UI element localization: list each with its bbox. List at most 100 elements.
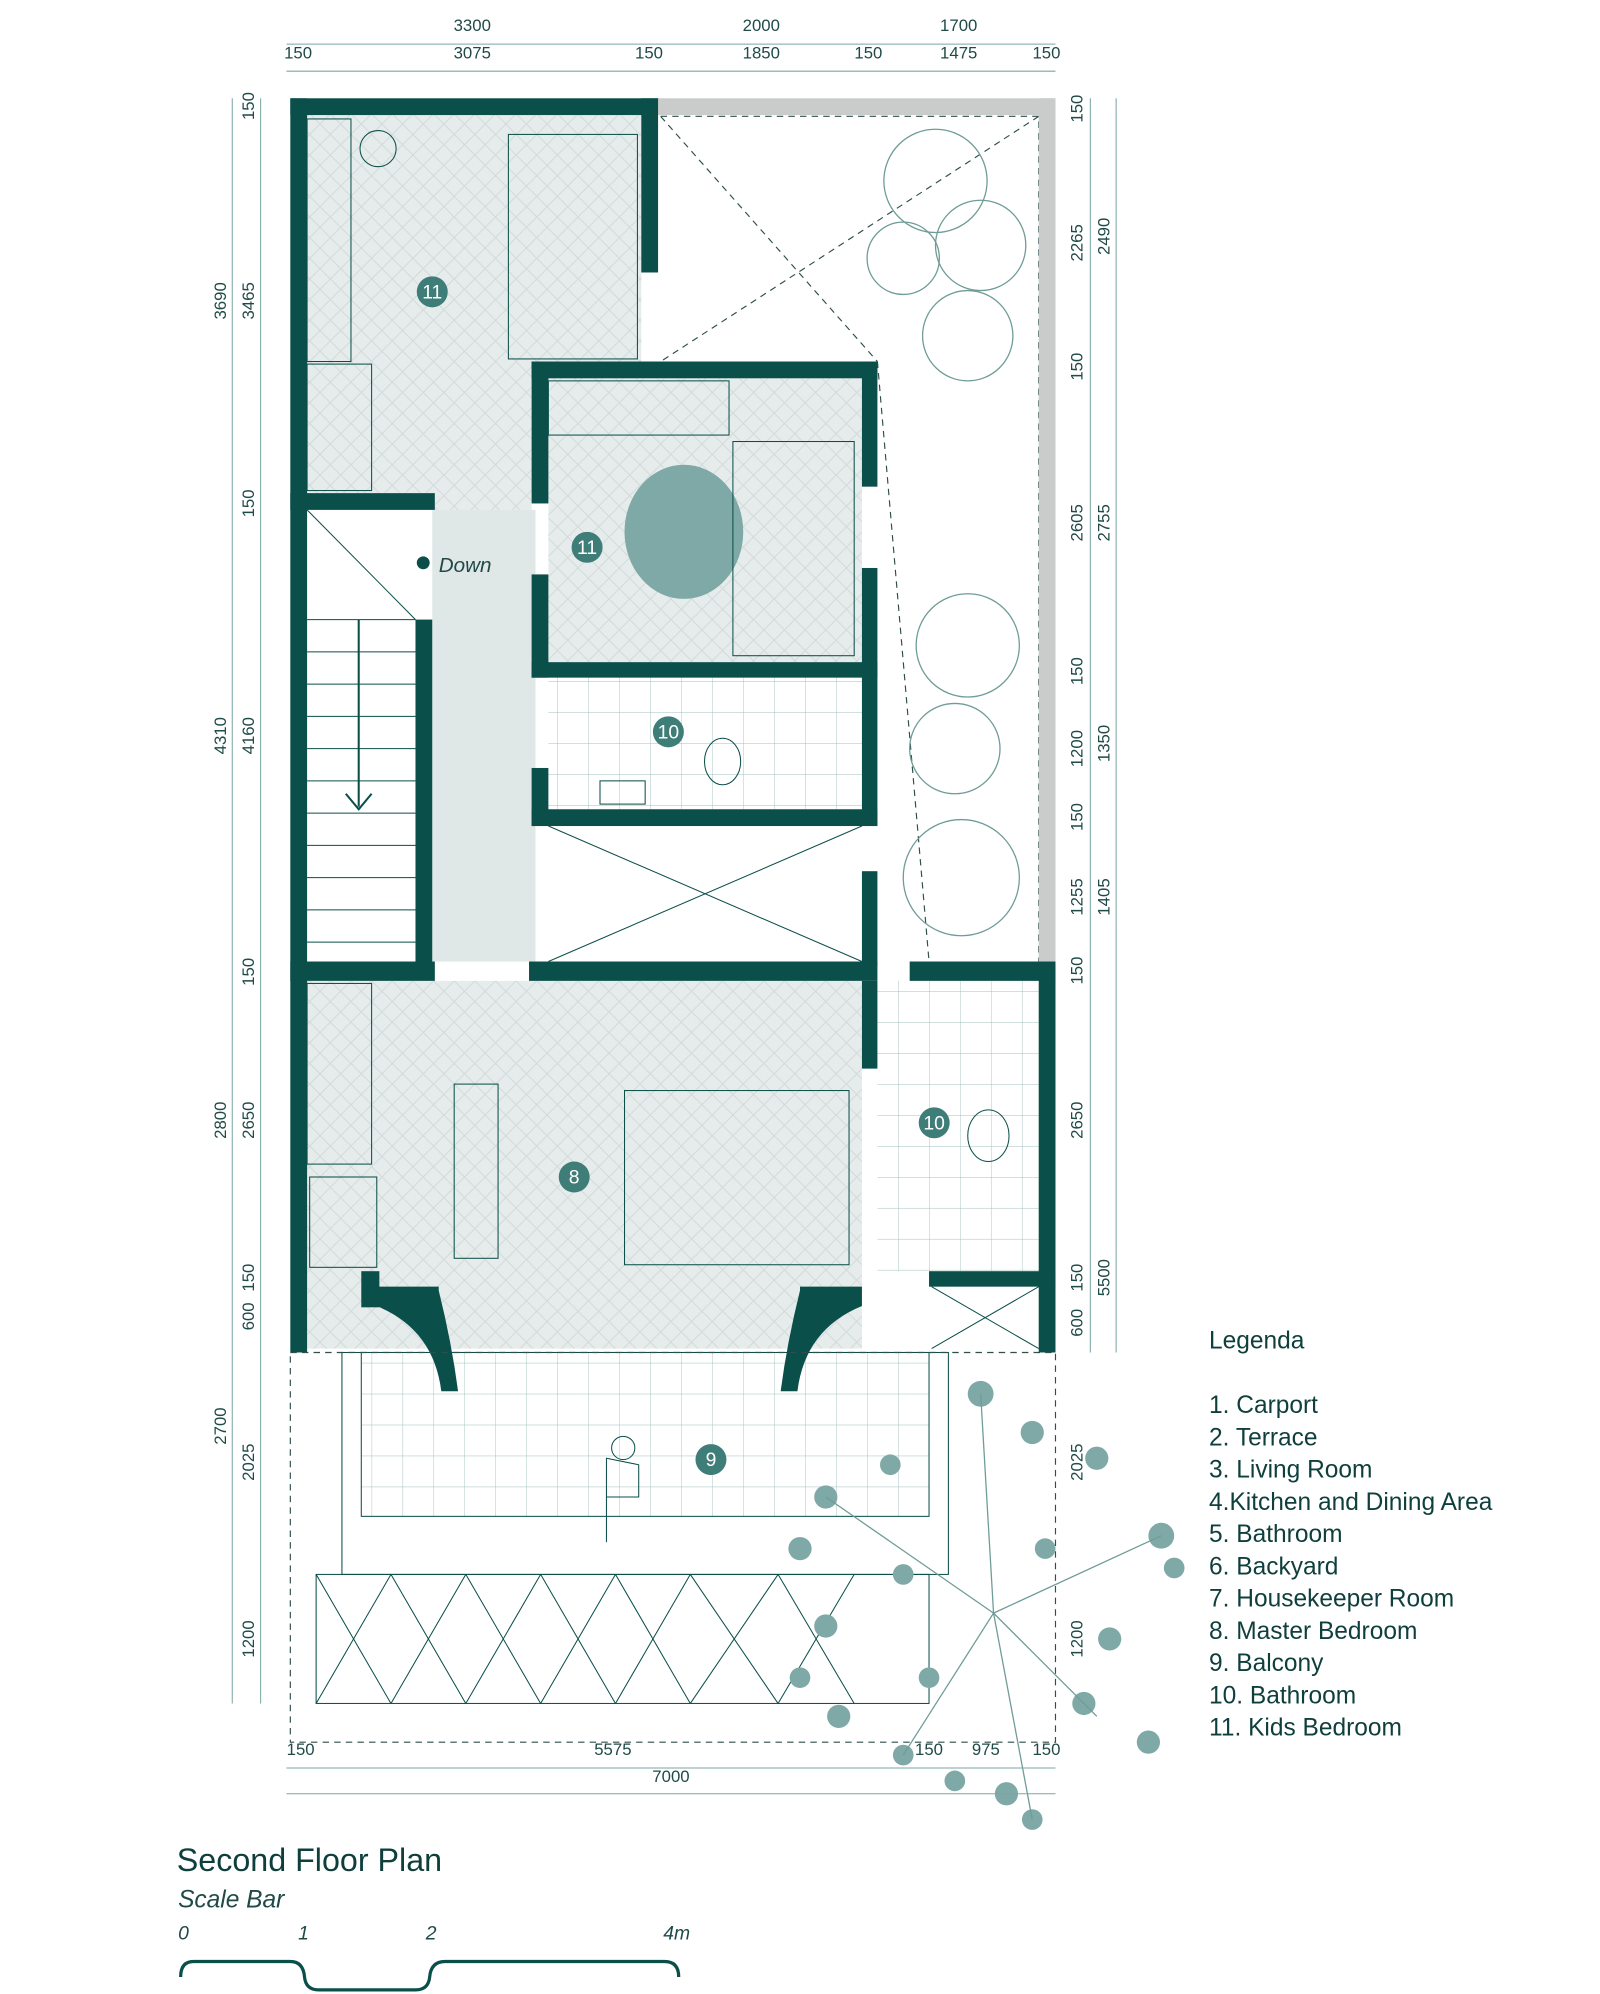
wardrobe-3	[306, 982, 373, 1165]
dimension-label: 150	[239, 1264, 258, 1292]
dimension-label: 150	[854, 43, 882, 62]
dimension-label: 7000	[652, 1767, 689, 1786]
room-number: 10	[923, 1112, 945, 1134]
dimension-label: 2025	[239, 1444, 258, 1481]
dimension-label: 150	[1068, 353, 1087, 381]
legend-item: 3. Living Room	[1209, 1457, 1372, 1484]
legend-item: 1. Carport	[1209, 1392, 1318, 1419]
dimension-label: 3465	[239, 282, 258, 319]
legend: Legenda 1. Carport 2. Terrace 3. Living Ro…	[1209, 1328, 1493, 1742]
room-number: 8	[569, 1166, 580, 1188]
dimension-lines	[231, 43, 1117, 1795]
room-number: 10	[658, 721, 680, 743]
dimension-label: 1350	[1095, 725, 1114, 762]
dimension-label: 2605	[1068, 504, 1087, 541]
person-figure	[605, 1435, 640, 1543]
walls	[290, 98, 1056, 1392]
dimension-label: 2800	[211, 1102, 230, 1139]
dimension-label: 1475	[940, 43, 977, 62]
dimension-label: 150	[284, 43, 312, 62]
scale-bar-label: Scale Bar	[178, 1886, 285, 1913]
legend-item: 9. Balcony	[1209, 1650, 1324, 1677]
dimension-label: 5575	[594, 1740, 631, 1759]
room-number: 11	[422, 281, 442, 303]
dimension-label: 150	[287, 1740, 315, 1759]
dimension-label: 1200	[1068, 1620, 1087, 1657]
kids-bed-2	[732, 440, 855, 657]
room-badges: 11 11 10 8 10 9	[416, 276, 950, 1476]
scale-tick-2: 2	[425, 1923, 437, 1945]
scale-tick-1: 1	[298, 1923, 309, 1945]
room-badge-circle	[918, 1107, 950, 1139]
legend-title: Legenda	[1209, 1328, 1305, 1355]
master-bed	[624, 1090, 850, 1266]
scale-bar: 0 1 2 4m	[178, 1923, 690, 1992]
dimension-label: 150	[1068, 95, 1087, 123]
dimension-label: 150	[635, 43, 663, 62]
dimension-label: 2700	[211, 1407, 230, 1444]
legend-item: 8. Master Bedroom	[1209, 1618, 1417, 1645]
trees	[788, 128, 1185, 1830]
dimension-label: 2650	[239, 1102, 258, 1139]
dimension-label: 4160	[239, 717, 258, 754]
staircase[interactable]: Down	[306, 509, 492, 943]
legend-item: 11. Kids Bedroom	[1209, 1715, 1402, 1742]
dimension-label: 1200	[1068, 730, 1087, 767]
legend-item: 6. Backyard	[1209, 1553, 1338, 1580]
dimension-label: 2000	[743, 16, 780, 35]
dimension-label: 3075	[454, 43, 491, 62]
dimension-label: 150	[239, 958, 258, 986]
dimension-label: 2490	[1095, 218, 1114, 255]
kids-bed-1	[507, 133, 638, 360]
furniture	[306, 118, 1010, 1268]
room-badge-circle	[571, 531, 603, 563]
dimension-label: 1200	[239, 1620, 258, 1657]
dimension-label: 150	[1068, 657, 1087, 685]
room-badge-circle	[652, 716, 684, 748]
vanity	[309, 1176, 378, 1268]
room-badge-circle	[695, 1444, 727, 1476]
round-rug	[624, 464, 744, 599]
room-badge-circle	[558, 1161, 590, 1193]
dimension-label: 600	[1068, 1309, 1087, 1337]
dimension-label: 2650	[1068, 1102, 1087, 1139]
page-title: Second Floor Plan	[177, 1842, 442, 1878]
dimension-label: 150	[1032, 1740, 1060, 1759]
dimension-label: 150	[915, 1740, 943, 1759]
dimension-label: 2755	[1095, 504, 1114, 541]
dimension-label: 1850	[743, 43, 780, 62]
scale-tick-0: 0	[178, 1923, 189, 1945]
stair-down-label: Down	[439, 554, 492, 577]
dimension-label: 150	[1068, 1264, 1087, 1292]
dimension-label: 3690	[211, 282, 230, 319]
dimension-label: 150	[1068, 803, 1087, 831]
desk-shelf	[547, 380, 730, 436]
scale-tick-4m: 4m	[663, 1923, 690, 1945]
legend-item: 7. Housekeeper Room	[1209, 1586, 1454, 1613]
legend-item: 10. Bathroom	[1209, 1682, 1356, 1709]
dimension-label: 150	[239, 92, 258, 120]
dimension-label: 150	[239, 489, 258, 517]
dimension-label: 3300	[454, 16, 491, 35]
room-badge-circle	[416, 276, 448, 308]
dresser	[453, 1083, 499, 1259]
wardrobe-1	[306, 118, 352, 363]
dimension-label: 5500	[1095, 1259, 1114, 1296]
room-number: 9	[706, 1449, 717, 1471]
stair-marker-icon	[416, 556, 430, 570]
toilet-1	[967, 1109, 1010, 1163]
toilet-2	[703, 737, 742, 786]
balcony-carport	[289, 1351, 1057, 1743]
dimension-label: 150	[1032, 43, 1060, 62]
dimension-label: 1405	[1095, 878, 1114, 915]
dimension-label: 2025	[1068, 1444, 1087, 1481]
dimension-label: 1255	[1068, 878, 1087, 915]
dimension-label: 600	[239, 1302, 258, 1330]
legend-item: 4.Kitchen and Dining Area	[1209, 1489, 1493, 1516]
dimension-label: 975	[972, 1740, 1000, 1759]
room-number: 11	[577, 537, 597, 559]
legend-item: 5. Bathroom	[1209, 1521, 1342, 1548]
legend-item: 2. Terrace	[1209, 1424, 1318, 1451]
